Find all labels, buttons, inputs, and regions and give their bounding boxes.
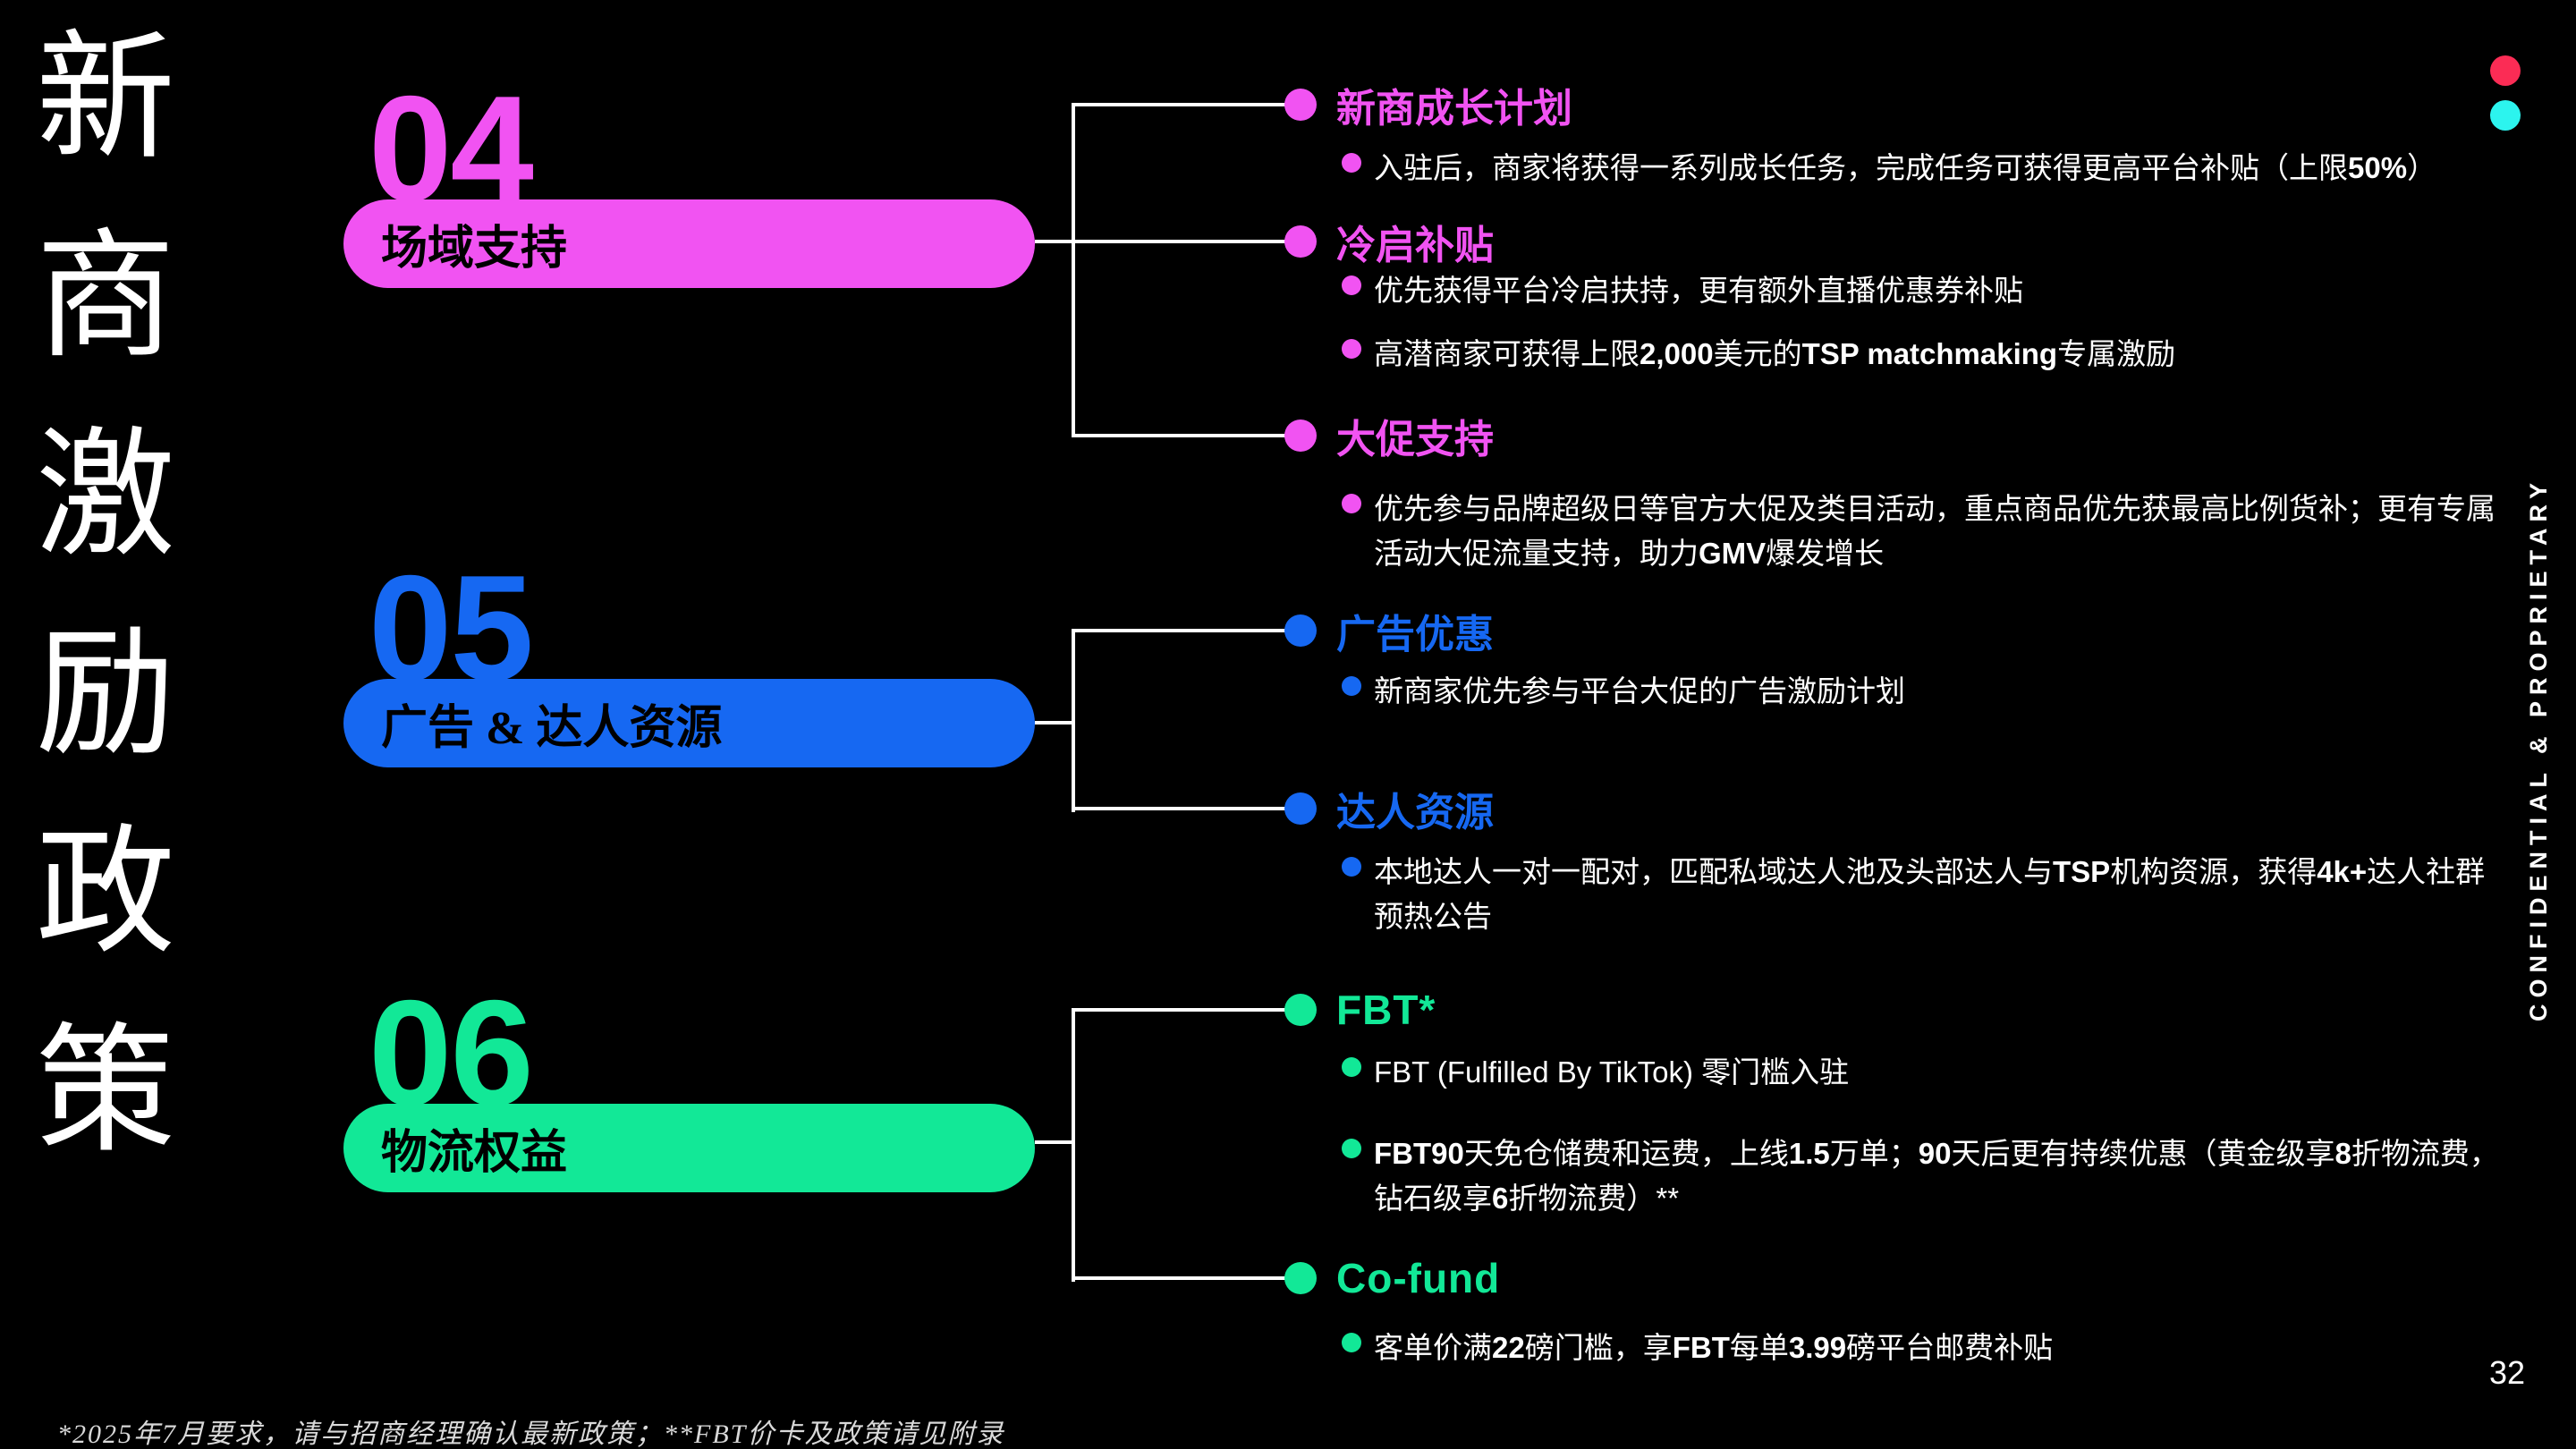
bullet-item: 高潜商家可获得上限2,000美元的TSP matchmaking专属激励 xyxy=(1342,332,2504,377)
connector-branch xyxy=(1073,1008,1299,1012)
section-pill-label: 广告 & 达人资源 xyxy=(381,703,723,754)
confidential-label: CONFIDENTIAL & PROPRIETARY xyxy=(2525,476,2552,1021)
connector-branch xyxy=(1073,1276,1299,1280)
topic-heading: FBT* xyxy=(1336,987,1436,1033)
bullet-dot xyxy=(1342,1139,1361,1158)
page-number: 32 xyxy=(2489,1354,2526,1391)
connector-trunk-05 xyxy=(1072,629,1075,812)
bullet-text: 高潜商家可获得上限2,000美元的TSP matchmaking专属激励 xyxy=(1374,337,2176,370)
section-number-04: 04 xyxy=(369,64,534,233)
bullet-dot xyxy=(1342,857,1361,877)
connector-stub-04 xyxy=(1035,240,1073,243)
node-dot xyxy=(1284,225,1317,258)
section-number-06: 06 xyxy=(369,969,534,1137)
bullet-dot xyxy=(1342,275,1361,295)
bullet-item: 新商家优先参与平台大促的广告激励计划 xyxy=(1342,669,2504,714)
bullet-item: 本地达人一对一配对，匹配私域达人池及头部达人与TSP机构资源，获得4k+达人社群… xyxy=(1342,850,2504,938)
bullet-item: 入驻后，商家将获得一系列成长任务，完成任务可获得更高平台补贴（上限50%） xyxy=(1342,146,2504,191)
bullet-text: 入驻后，商家将获得一系列成长任务，完成任务可获得更高平台补贴（上限50%） xyxy=(1374,151,2437,184)
topic-heading: 新商成长计划 xyxy=(1336,87,1572,131)
connector-trunk-06 xyxy=(1072,1008,1075,1282)
node-dot xyxy=(1284,614,1317,647)
section-number-05: 05 xyxy=(369,544,534,712)
connector-branch xyxy=(1073,240,1299,243)
bullet-text: 优先获得平台冷启扶持，更有额外直播优惠券补贴 xyxy=(1374,274,2023,307)
bullet-text: 优先参与品牌超级日等官方大促及类目活动，重点商品优先获最高比例货补；更有专属活动… xyxy=(1374,492,2496,570)
bullet-item: 优先获得平台冷启扶持，更有额外直播优惠券补贴 xyxy=(1342,268,2504,313)
page-title: 新 商 激 励 政 策 xyxy=(30,0,181,1191)
bullet-item: 优先参与品牌超级日等官方大促及类目活动，重点商品优先获最高比例货补；更有专属活动… xyxy=(1342,487,2504,575)
bullet-item: 客单价满22磅门槛，享FBT每单3.99磅平台邮费补贴 xyxy=(1342,1326,2504,1370)
bullet-dot xyxy=(1342,494,1361,513)
bullet-text: FBT (Fulfilled By TikTok) 零门槛入驻 xyxy=(1374,1055,1850,1089)
title-char: 激 xyxy=(36,419,175,573)
connector-branch xyxy=(1073,629,1299,632)
node-dot xyxy=(1284,89,1317,121)
connector-branch xyxy=(1073,103,1299,106)
node-dot xyxy=(1284,1262,1317,1294)
connector-stub-06 xyxy=(1035,1140,1073,1144)
bullet-text: 新商家优先参与平台大促的广告激励计划 xyxy=(1374,674,1905,708)
bullet-dot xyxy=(1342,1057,1361,1077)
bullet-text: 本地达人一对一配对，匹配私域达人池及头部达人与TSP机构资源，获得4k+达人社群… xyxy=(1374,855,2486,933)
title-char: 新 xyxy=(36,21,175,176)
connector-branch xyxy=(1073,434,1299,437)
node-dot xyxy=(1284,994,1317,1026)
section-pill-label: 物流权益 xyxy=(381,1128,568,1179)
bullet-dot xyxy=(1342,339,1361,359)
bullet-dot xyxy=(1342,1333,1361,1352)
bullet-dot xyxy=(1342,676,1361,696)
bullet-text: 客单价满22磅门槛，享FBT每单3.99磅平台邮费补贴 xyxy=(1374,1331,2054,1364)
bullet-item: FBT (Fulfilled By TikTok) 零门槛入驻 xyxy=(1342,1050,2504,1095)
title-char: 励 xyxy=(36,617,175,772)
connector-trunk-04 xyxy=(1072,103,1075,437)
topic-heading: Co-fund xyxy=(1336,1255,1501,1301)
topic-heading: 达人资源 xyxy=(1336,791,1494,835)
node-dot xyxy=(1284,792,1317,825)
section-pill-label: 场域支持 xyxy=(381,224,568,275)
title-char: 策 xyxy=(36,1014,175,1169)
section-pill-05: 广告 & 达人资源 xyxy=(343,679,1035,767)
brand-dot-red xyxy=(2490,55,2521,86)
title-char: 商 xyxy=(36,220,175,375)
connector-stub-05 xyxy=(1035,721,1073,724)
topic-heading: 冷启补贴 xyxy=(1336,224,1494,267)
bullet-text: FBT90天免仓储费和运费，上线1.5万单；90天后更有持续优惠（黄金级享8折物… xyxy=(1374,1137,2499,1215)
topic-heading: 大促支持 xyxy=(1336,418,1494,462)
footnote: *2025年7月要求，请与招商经理确认最新政策；**FBT价卡及政策请见附录 xyxy=(57,1419,1005,1449)
node-dot xyxy=(1284,419,1317,452)
brand-dot-cyan xyxy=(2490,100,2521,131)
section-pill-06: 物流权益 xyxy=(343,1104,1035,1192)
bullet-item: FBT90天免仓储费和运费，上线1.5万单；90天后更有持续优惠（黄金级享8折物… xyxy=(1342,1131,2504,1220)
title-char: 政 xyxy=(36,816,175,970)
connector-branch xyxy=(1073,807,1299,810)
bullet-dot xyxy=(1342,153,1361,173)
topic-heading: 广告优惠 xyxy=(1336,613,1494,657)
section-pill-04: 场域支持 xyxy=(343,199,1035,288)
